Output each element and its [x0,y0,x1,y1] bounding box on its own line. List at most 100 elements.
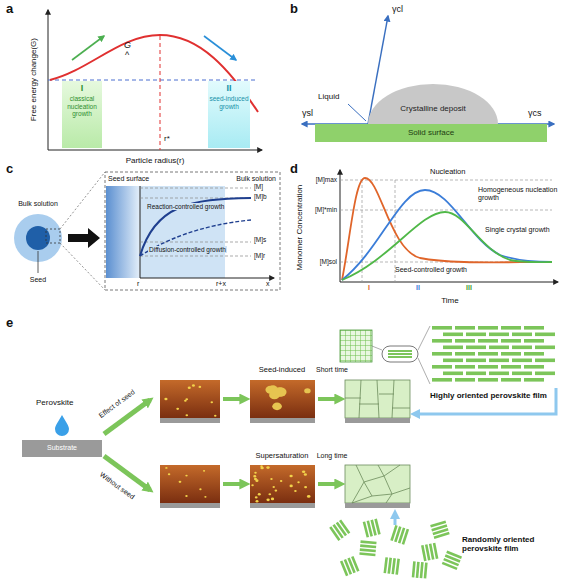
panel-e-films [414,388,556,414]
panel-a-graph [204,36,236,60]
node-text: Crystalline deposit [400,104,465,113]
seed-dot [176,408,179,410]
region-label: Seed surface [108,175,149,183]
random-grain [359,540,376,556]
panel-c-growth [140,188,251,189]
panel-c-growth [60,243,105,290]
seed-dot [164,398,167,401]
random-grain [387,558,392,574]
panel-letter: a [6,2,13,17]
region-label: Bulk solution [196,175,276,183]
axis-tick: r [137,280,139,288]
random-grain [424,562,428,578]
panel-e-films [372,346,382,350]
oriented-grain [535,359,555,363]
concentration-label: [M]max [297,176,337,183]
panel-c-growth [26,226,50,250]
oriented-grain [501,352,521,356]
film-label: Randomly oriented perovskite film [462,535,562,553]
oriented-grain [535,372,555,376]
seed-dot [214,415,216,417]
node-text: classical nucleation growth [63,95,101,117]
panel-e-films [329,519,462,579]
seed-dot [266,499,269,502]
oriented-grain [443,333,463,337]
panel-c-growth [140,220,251,256]
concentration-label: [M] [254,183,263,190]
random-grain [420,562,424,578]
panel-letter: c [6,162,13,177]
seed-dot [307,495,311,498]
random-grain [412,561,416,577]
seed-dot [304,473,307,476]
oriented-grain [432,352,452,356]
panel-e-films [160,465,220,503]
concentration-label: [M]*min [297,206,337,213]
node-text: Substrate [47,444,77,452]
oriented-grain [478,326,498,330]
axis-label: Time [430,296,470,305]
concentration-label: [M]r [254,252,265,259]
random-grain [363,521,369,537]
panel-letter: b [290,2,298,17]
oriented-grain [524,365,544,369]
region-label: Bulk solution [3,200,73,208]
seed-dot [184,400,187,402]
material-label: Perovskite [36,398,73,407]
panel-e-films [250,380,315,418]
panel-e-films [345,380,410,418]
panel-a-graph [72,36,104,60]
panel-e-films [160,465,410,508]
seed-dot [268,493,271,495]
time-label: Short time [312,366,352,374]
oriented-grain [512,346,532,350]
random-grain [442,551,462,571]
panel-e-films [382,346,418,362]
oriented-grain [478,339,498,343]
panel-e-films [250,465,315,503]
panel-b-wetting [302,16,554,124]
random-grain [390,525,397,541]
oriented-grain [524,352,544,356]
panel-c-growth [46,229,60,243]
seed-dot [255,479,258,482]
oriented-grain [535,346,555,350]
panel-c-growth [140,188,251,256]
oriented-grain [466,372,486,376]
oriented-grain [455,326,475,330]
panel-e-films [388,351,412,357]
concentration-label: [M]sol [297,258,337,265]
random-grain [360,540,376,544]
panel-c-growth [140,256,251,257]
oriented-grain [455,339,475,343]
random-grain [395,559,400,575]
concentration-label: [M]s [254,236,266,243]
random-grain [412,561,428,578]
oriented-grain [489,359,509,363]
random-grain [360,548,376,552]
energy-symbol: G [124,40,131,50]
panel-e-films [345,465,410,503]
panel-letter: e [6,316,13,331]
seed-dot [270,478,272,480]
panel-e-films [160,380,220,418]
seed-dot [297,481,299,483]
seed-dot [192,384,195,386]
seed-dot [280,480,283,482]
random-grain [363,519,381,538]
oriented-grain [489,372,509,376]
tension-label: γsl [302,108,313,118]
curve-label: Reaction-controlled growth [146,203,225,210]
panel-e-films [318,482,341,486]
random-grain [360,544,376,548]
panel-a-graph [48,150,262,151]
panel-c-growth [106,186,140,278]
oriented-grain [512,372,532,376]
panel-letter: d [290,162,298,177]
panel-c-growth [140,198,251,256]
panel-e-films [345,380,410,418]
panel-e-films [250,418,315,423]
time-label: Long time [312,452,352,460]
seed-dot [271,498,274,501]
stage-number: II [416,284,420,292]
